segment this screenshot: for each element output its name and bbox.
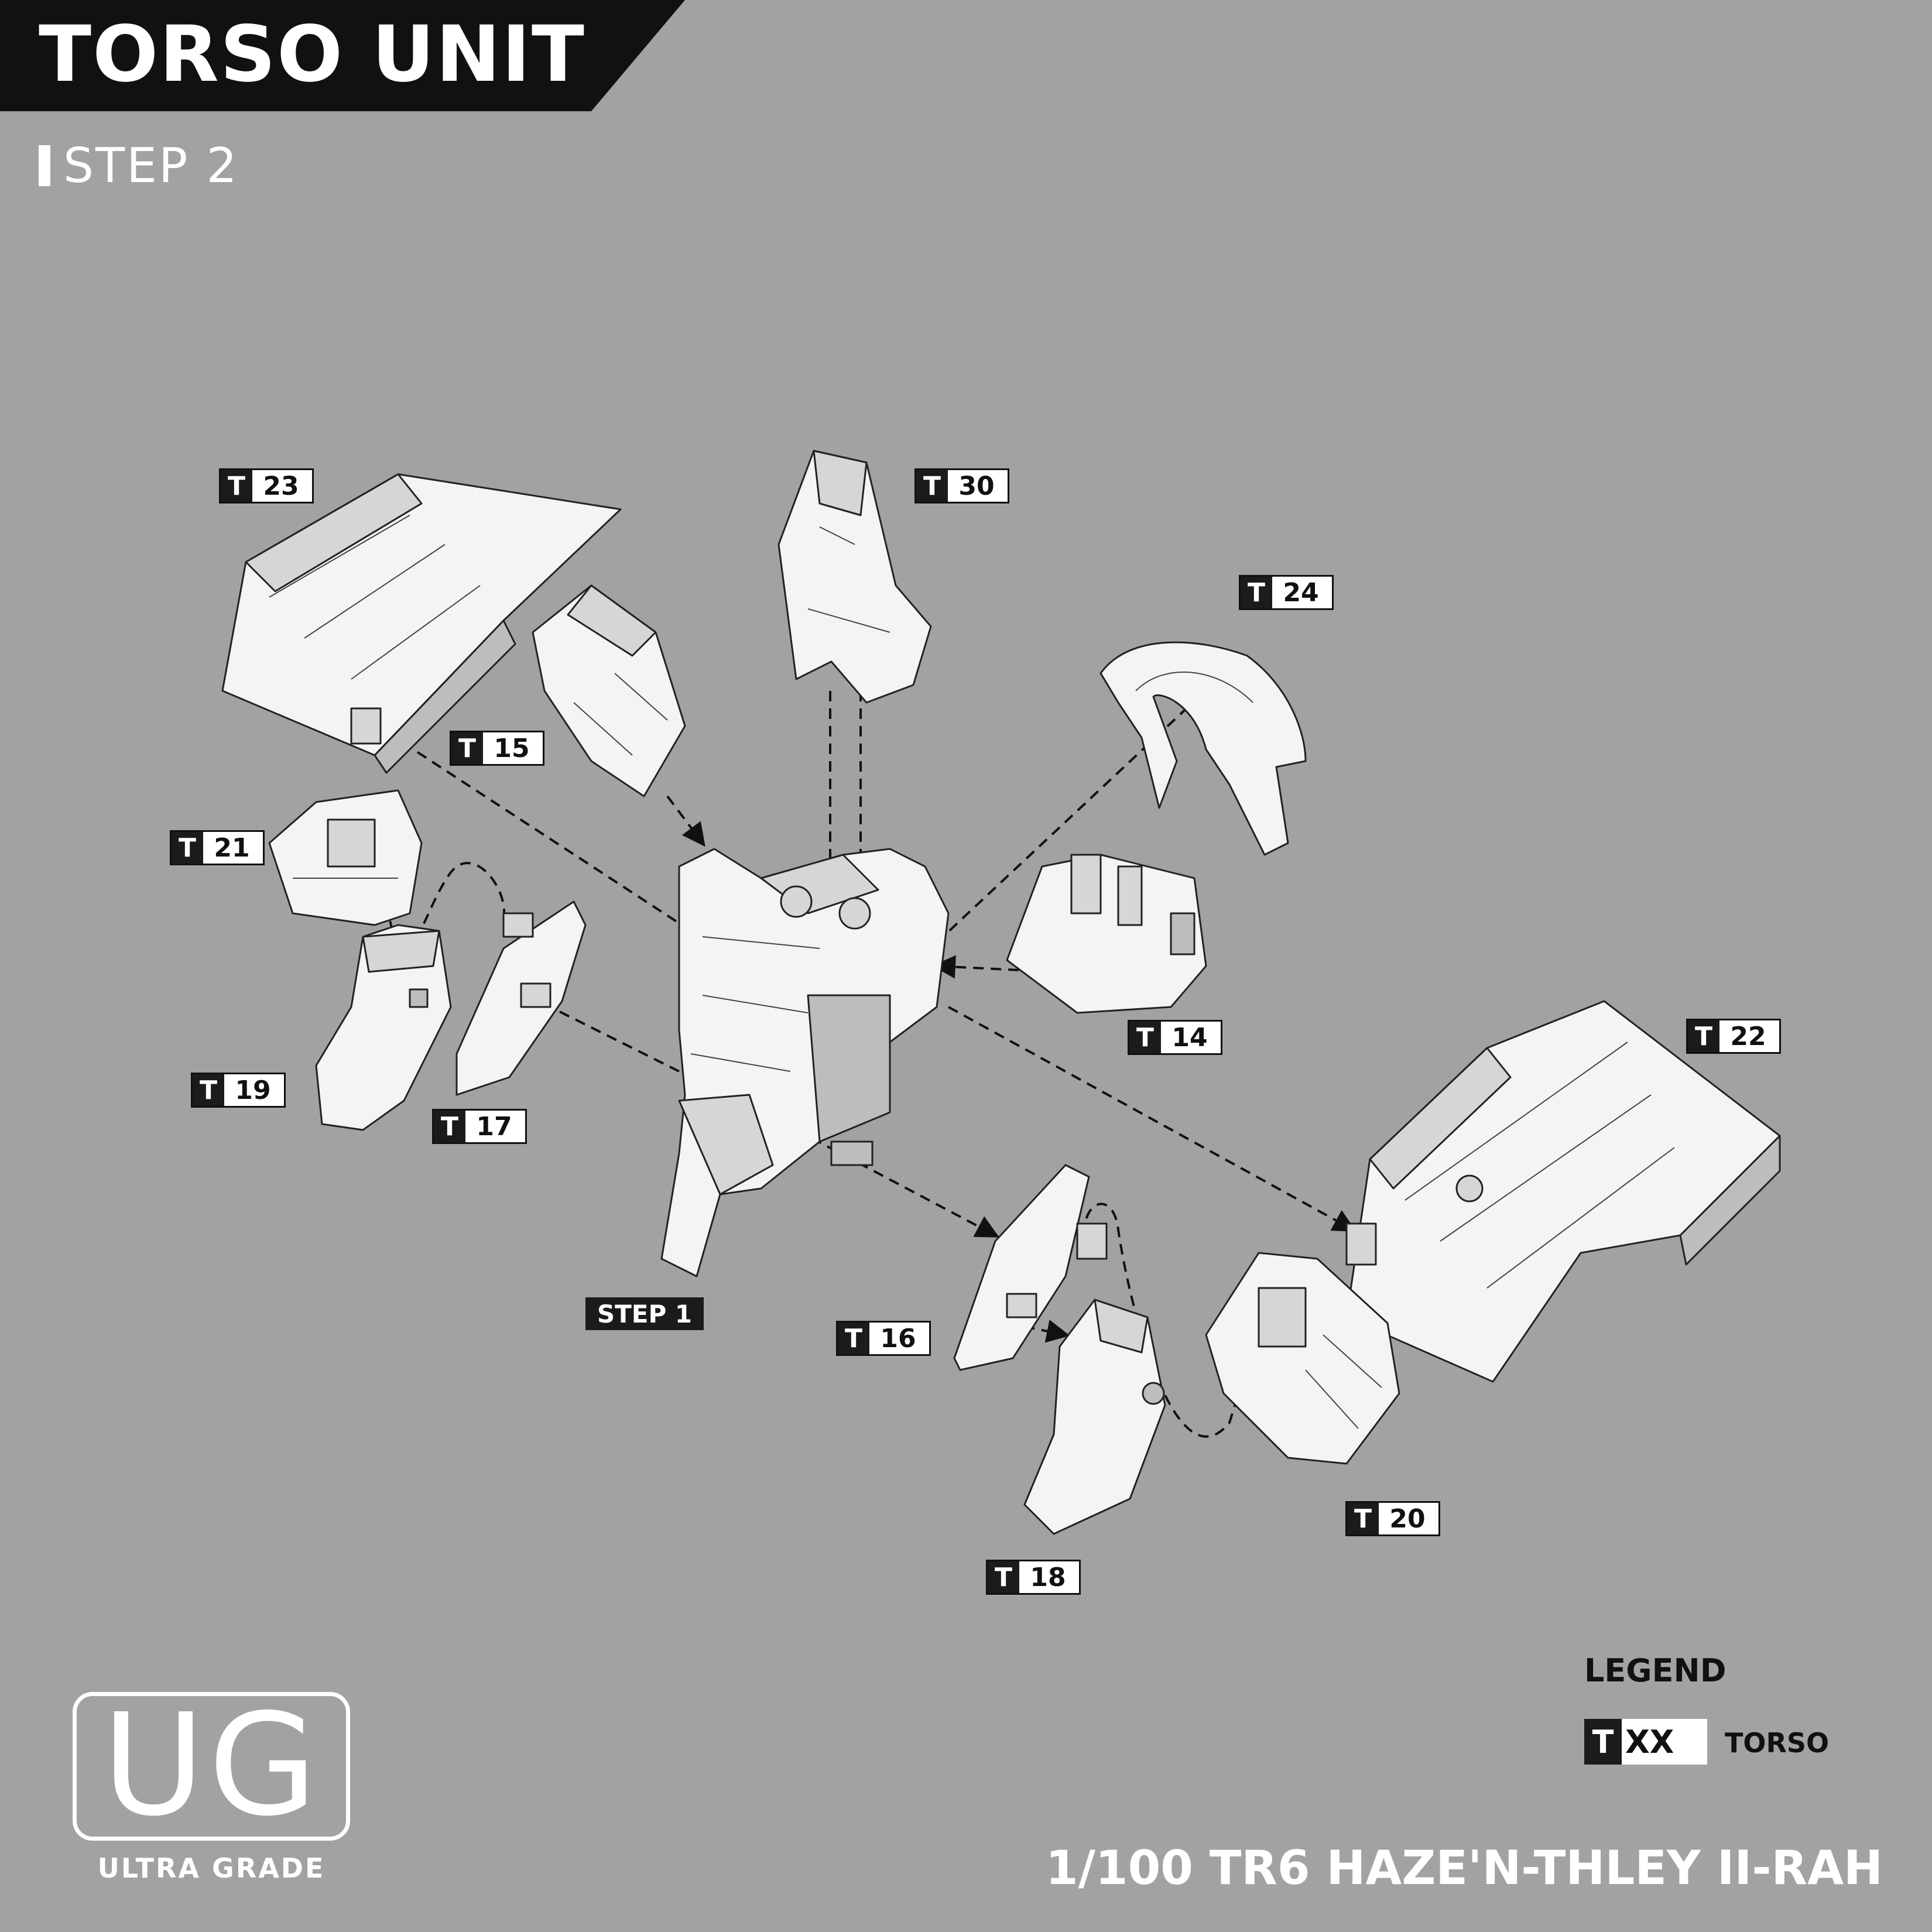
part-label-t23: T 23 [219, 468, 314, 503]
part-t20 [1205, 1252, 1400, 1465]
legend-key-code: XX [1625, 1723, 1674, 1760]
part-label-prefix: T [916, 470, 948, 502]
part-label-number: 16 [880, 1323, 916, 1354]
part-label-number: 14 [1171, 1022, 1208, 1053]
part-label-number: 23 [263, 471, 299, 501]
part-label-prefix: T [838, 1323, 869, 1354]
part-t16 [953, 1164, 1108, 1371]
page-title: TORSO UNIT [39, 9, 585, 100]
part-label-t30: T 30 [914, 468, 1009, 503]
part-t21 [268, 789, 423, 926]
part-label-prefix: T [1241, 577, 1272, 608]
step-marker [39, 145, 50, 186]
part-label-prefix: T [1688, 1020, 1719, 1052]
part-label-t14: T 14 [1128, 1020, 1222, 1055]
part-label-t24: T 24 [1239, 575, 1334, 610]
part-label-prefix: T [1129, 1022, 1161, 1053]
model-name: 1/100 TR6 HAZE'N-THLEY II-RAH [1046, 1841, 1883, 1895]
part-label-prefix: T [172, 832, 203, 864]
part-label-t21: T 21 [170, 830, 265, 865]
part-t19 [315, 924, 452, 1131]
part-label-t22: T 22 [1686, 1019, 1781, 1054]
part-t15 [532, 584, 686, 797]
ug-logo-frame [73, 1692, 350, 1841]
part-label-prefix: T [434, 1111, 465, 1142]
title-banner: TORSO UNIT [0, 0, 691, 111]
part-label-t18: T 18 [986, 1560, 1081, 1595]
part-t23 [221, 473, 622, 774]
step-title: STEP 2 [63, 138, 239, 194]
part-label-number: 15 [494, 733, 530, 763]
torso-core-step1 [660, 848, 950, 1277]
part-label-number: 17 [476, 1111, 512, 1142]
part-label-t19: T 19 [191, 1073, 286, 1108]
legend-key-prefix: T [1584, 1719, 1622, 1765]
part-label-prefix: T [451, 732, 483, 764]
step1-label: STEP 1 [585, 1297, 704, 1330]
part-label-number: 24 [1283, 577, 1319, 608]
legend-description: TORSO [1725, 1727, 1830, 1759]
part-t30 [777, 450, 932, 704]
part-label-prefix: T [221, 470, 252, 502]
part-label-number: 22 [1730, 1021, 1766, 1051]
part-label-number: 30 [958, 471, 995, 501]
part-label-prefix: T [988, 1561, 1019, 1593]
ug-logo-subtitle: ULTRA GRADE [97, 1852, 326, 1884]
part-label-number: 18 [1030, 1562, 1066, 1592]
part-label-t16: T 16 [836, 1321, 931, 1356]
part-label-number: 21 [214, 833, 250, 863]
part-label-t17: T 17 [432, 1109, 527, 1144]
part-label-number: 19 [235, 1075, 271, 1105]
part-t24 [1099, 641, 1307, 856]
part-t17 [455, 900, 587, 1096]
part-t14 [1006, 854, 1207, 1014]
part-t18 [1023, 1299, 1166, 1535]
ug-logo-mark: UG [102, 1683, 321, 1847]
part-t22 [1345, 1000, 1781, 1383]
legend-title: LEGEND [1584, 1652, 1727, 1689]
part-label-t15: T 15 [450, 731, 544, 766]
part-label-prefix: T [1347, 1503, 1379, 1534]
part-label-t20: T 20 [1345, 1501, 1440, 1536]
legend-key: T XX [1584, 1719, 1707, 1765]
part-label-prefix: T [193, 1074, 224, 1106]
part-label-number: 20 [1389, 1503, 1426, 1534]
